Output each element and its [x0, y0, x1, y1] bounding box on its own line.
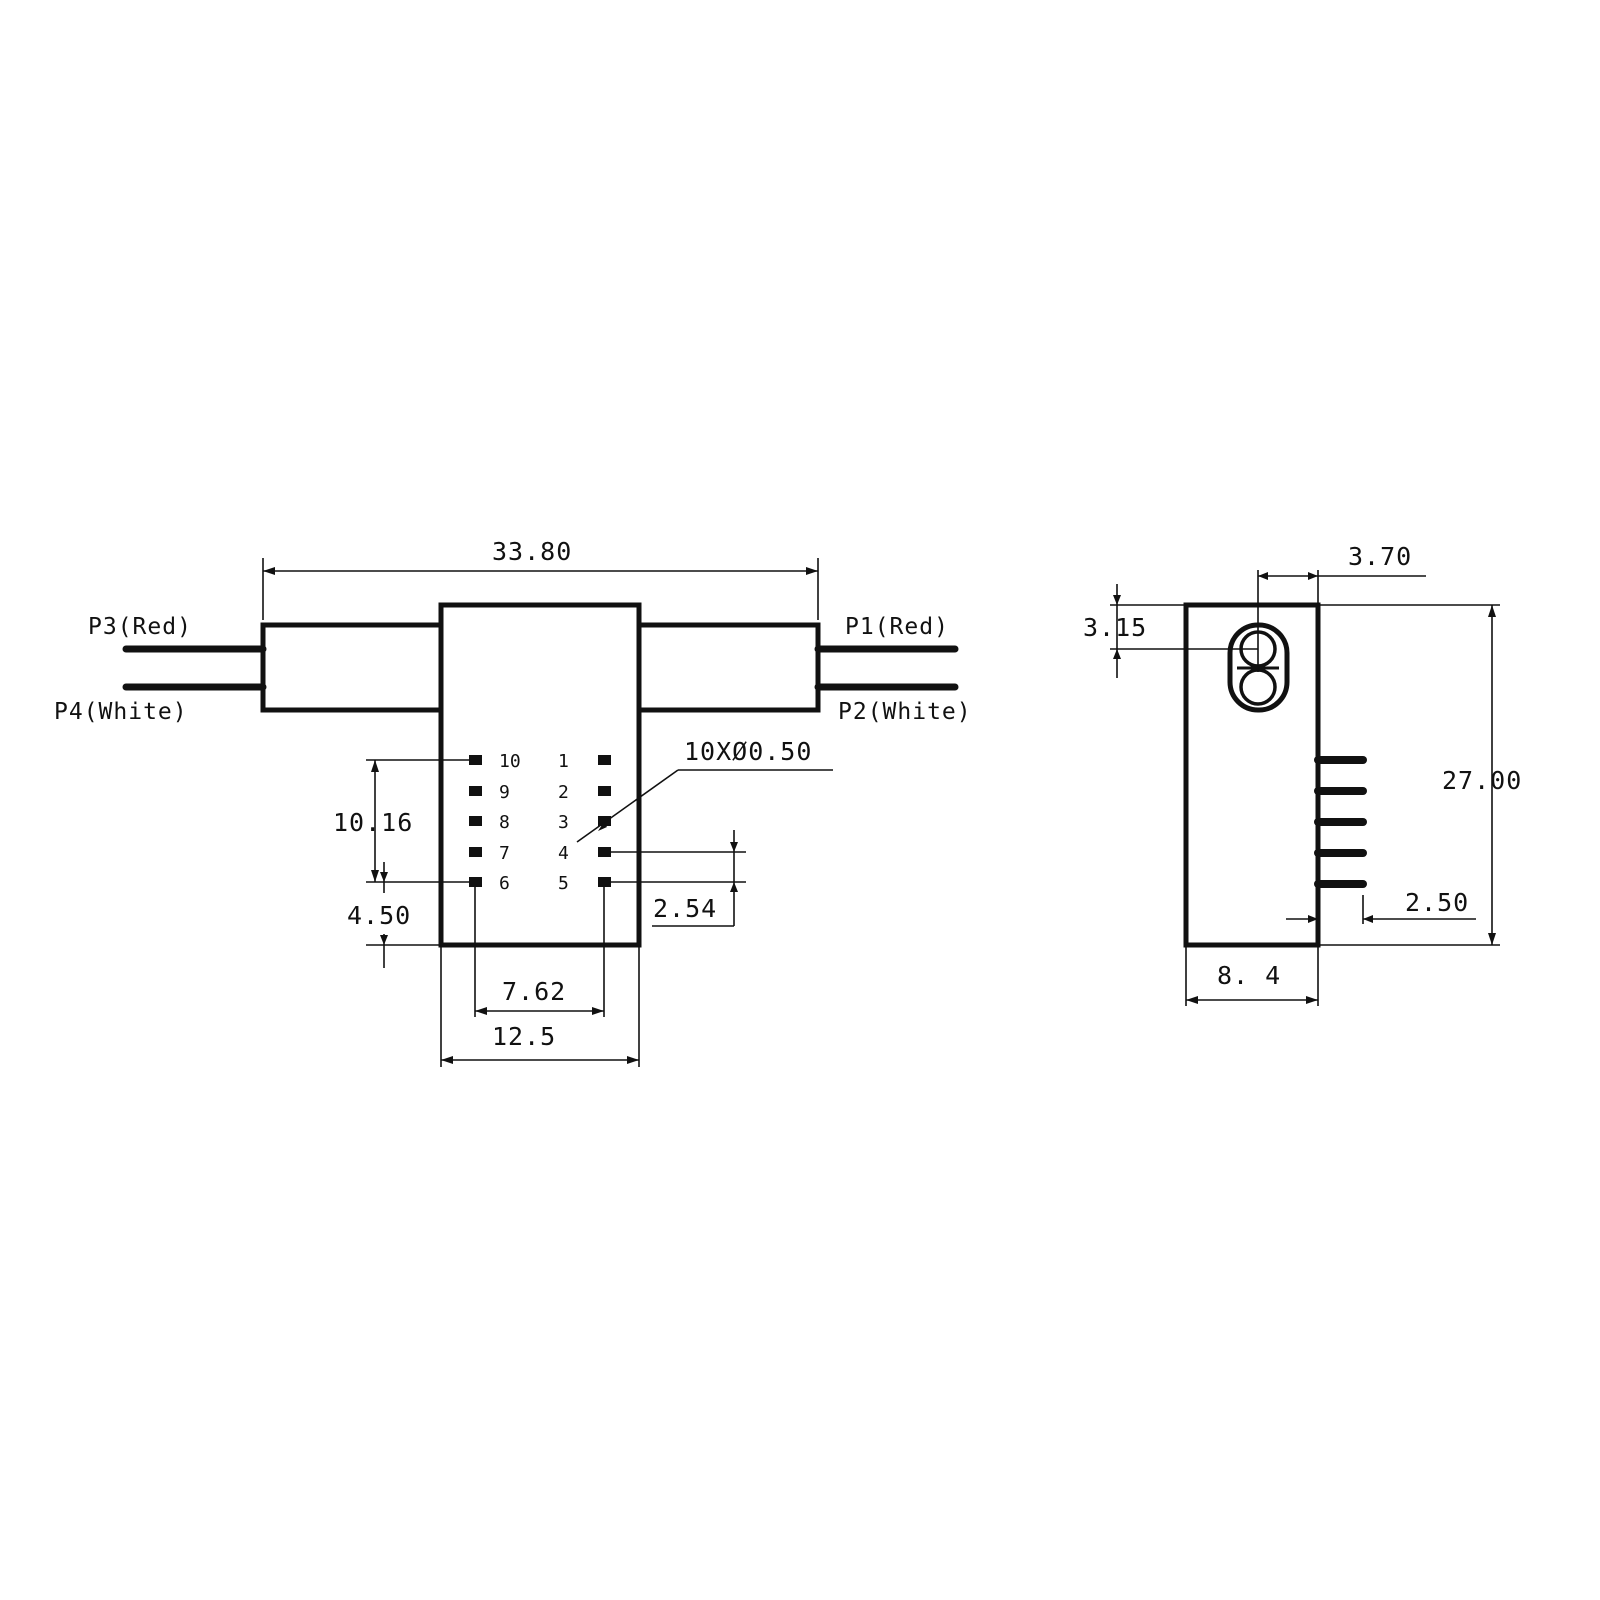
- pin-number: 1: [558, 751, 569, 772]
- dim-pin-pitch: 2.54: [653, 894, 717, 923]
- port-label-p4: P4(White): [54, 699, 188, 725]
- port-label-p2: P2(White): [838, 699, 972, 725]
- pin-pad: [469, 847, 482, 857]
- side-view: 3.70 3.15 27.00 2.50 8. 4: [1083, 542, 1522, 1006]
- side-body: [1183, 602, 1321, 948]
- front-view: P3(Red) P4(White) P1(Red) P2(White) 33.8…: [54, 537, 972, 1067]
- pin-number: 3: [558, 812, 569, 833]
- right-fiber-sleeve: [639, 622, 821, 713]
- dim-body-height: 27.00: [1442, 766, 1522, 795]
- pin-number: 6: [499, 873, 510, 894]
- dim-lead-length: 2.50: [1405, 888, 1469, 917]
- left-fiber-sleeve: [260, 622, 441, 713]
- front-body: [438, 602, 642, 948]
- port-label-p3: P3(Red): [88, 614, 192, 640]
- pin-pad: [469, 816, 482, 826]
- pin-pad: [469, 786, 482, 796]
- pin-pad: [469, 755, 482, 765]
- dim-fiber-offset: 3.70: [1348, 542, 1412, 571]
- pin-number: 8: [499, 812, 510, 833]
- pin-pad: [598, 847, 611, 857]
- port-label-p1: P1(Red): [845, 614, 949, 640]
- dim-body-width: 12.5: [492, 1022, 556, 1051]
- dim-pin-row-span: 10.16: [333, 808, 413, 837]
- pin-number: 2: [558, 782, 569, 803]
- pin-pad: [598, 755, 611, 765]
- dim-fiber-height: 3.15: [1083, 613, 1147, 642]
- pin-number: 5: [558, 873, 569, 894]
- pin-pad: [598, 877, 611, 887]
- dim-row-spacing: 7.62: [502, 977, 566, 1006]
- pin-leads: [1314, 756, 1367, 888]
- pin-pad: [598, 816, 611, 826]
- pin-number: 10: [499, 751, 521, 772]
- pin-pad: [598, 786, 611, 796]
- pin-pad: [469, 877, 482, 887]
- pin-number: 4: [558, 843, 569, 864]
- dim-bottom-offset: 4.50: [347, 901, 411, 930]
- dim-pin-hole: 10XØ0.50: [684, 737, 812, 766]
- dim-overall-length: 33.80: [492, 537, 572, 566]
- dim-body-depth: 8. 4: [1217, 961, 1281, 990]
- pin-number: 9: [499, 782, 510, 803]
- pin-array: 1 2 3 4 5 6 7 8 9 10: [469, 751, 611, 894]
- pin-number: 7: [499, 843, 510, 864]
